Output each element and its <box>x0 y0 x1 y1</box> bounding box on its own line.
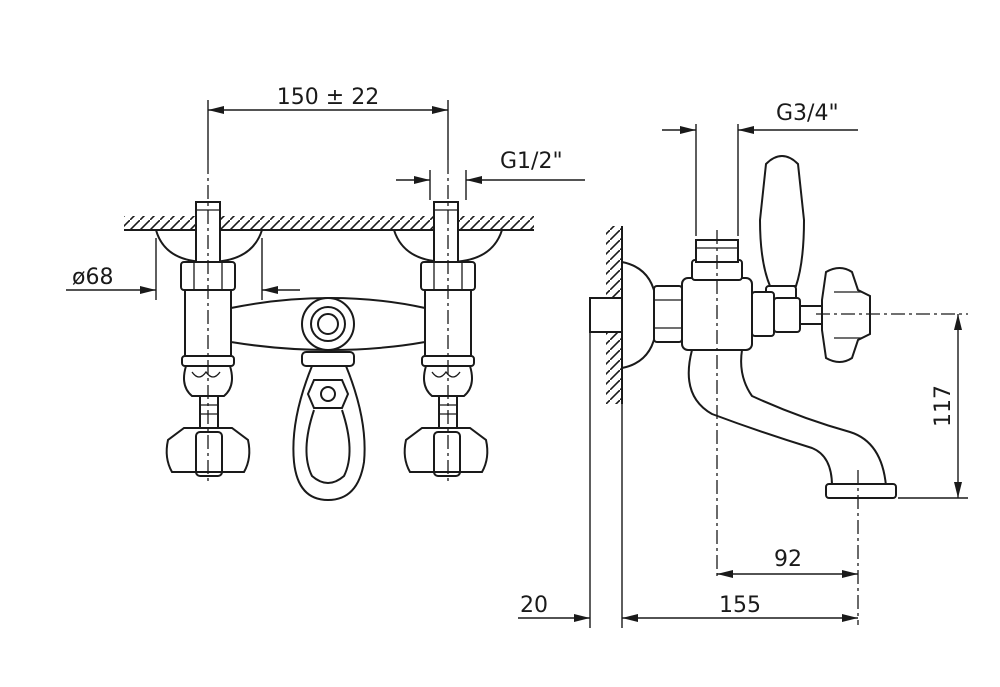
diverter-mid <box>310 306 346 342</box>
dim-label-flange-diameter: ø68 <box>72 265 113 290</box>
dim-label-spout-offset: 92 <box>774 547 802 572</box>
spout-nut <box>306 379 350 409</box>
dim-label-wall-offset: 20 <box>520 593 548 618</box>
side-spout <box>687 349 888 487</box>
lever-handle <box>758 155 806 287</box>
cross-handle-right <box>403 427 489 473</box>
dim-label-spout-height: 117 <box>931 385 956 427</box>
valve-body-right <box>424 289 472 361</box>
wall-hatch-front <box>124 216 534 230</box>
dim-label-inlet-thread: G1/2" <box>500 149 563 174</box>
diverter-outer <box>301 297 355 351</box>
diverter-inner <box>317 313 339 335</box>
valve-body-left <box>184 289 232 361</box>
front-view <box>66 100 585 502</box>
inlet-thread-right <box>433 201 459 263</box>
spout-neck <box>301 351 355 367</box>
side-view <box>518 124 968 628</box>
side-cross-handle <box>821 267 871 363</box>
dim-label-center-distance: 150 ± 22 <box>277 85 379 110</box>
side-nut <box>653 285 683 343</box>
side-rosette <box>621 260 657 370</box>
dim-label-projection: 155 <box>719 593 761 618</box>
side-spout-tip <box>825 483 897 499</box>
side-connector <box>751 291 775 337</box>
dim-label-outlet-thread: G3/4" <box>776 101 839 126</box>
side-inlet-thread <box>589 297 625 333</box>
cross-handle-left <box>165 427 251 473</box>
